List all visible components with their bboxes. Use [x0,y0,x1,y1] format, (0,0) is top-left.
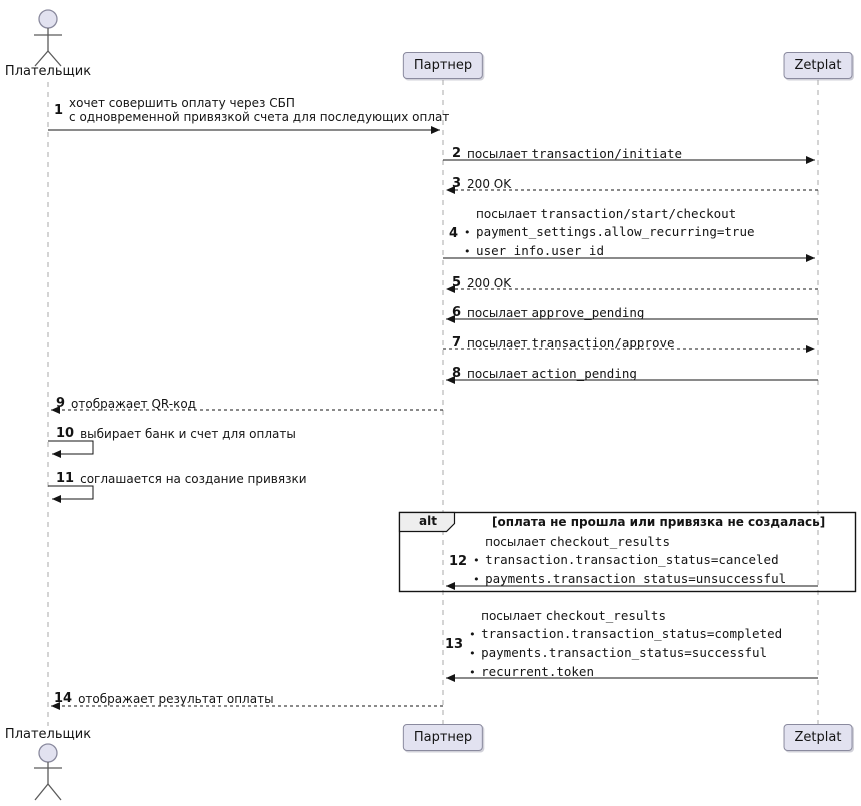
bullet-icon: • [464,226,471,239]
message-12-label: посылает [485,535,546,549]
alt-frame [398,511,857,593]
message-14-label: отображает результат оплаты [78,691,274,706]
message-14-number: 14 [54,691,73,706]
participant-partner-top: Партнер [402,52,484,79]
participant-zetplat-bottom: Zetplat [783,724,853,751]
message-1: 1 хочет совершить оплату через СБП с одн… [54,96,449,124]
message-12-bullet1: transaction.transaction_status=canceled [485,552,779,567]
message-13-number: 13 [445,637,464,652]
message-5: 5 200 OK [452,275,511,290]
message-9-number: 9 [56,396,66,411]
message-7: 7 посылает transaction/approve [452,335,675,350]
message-10-label: выбирает банк и счет для оплаты [80,426,296,441]
message-5-number: 5 [452,275,462,290]
bullet-icon: • [469,628,476,641]
message-3-number: 3 [452,176,462,191]
message-3: 3 200 OK [452,176,511,191]
actor-figure-bottom [34,743,62,801]
message-4-bullet2: user_info.user_id [476,243,604,258]
message-1-line1: хочет совершить оплату через СБП [69,96,295,110]
message-6-code: approve_pending [531,304,645,320]
message-7-label: посылает [467,335,528,350]
message-10: 10 выбирает банк и счет для оплаты [56,426,296,441]
message-13-code: checkout_results [545,608,666,623]
arrow-m11-self [48,485,94,503]
message-4: 4 посылает transaction/start/checkout • p… [449,205,755,261]
message-2-code: transaction/initiate [531,145,683,161]
message-5-label: 200 OK [467,275,512,290]
message-2-label: посылает [467,146,528,161]
message-6-label: посылает [467,305,528,320]
alt-guard-label: [оплата не прошла или привязка не создал… [492,515,826,529]
message-13-bullet3: recurrent.token [481,664,594,679]
participant-partner-bottom: Партнер [402,724,484,751]
message-14: 14 отображает результат оплаты [54,691,274,706]
message-11-number: 11 [56,471,75,486]
message-8-code: action_pending [531,365,637,381]
message-8-label: посылает [467,366,528,381]
message-6: 6 посылает approve_pending [452,305,644,320]
alt-operator-pentagon [398,511,456,533]
message-7-number: 7 [452,335,462,350]
message-11: 11 соглашается на создание привязки [56,471,307,486]
message-4-code: transaction/start/checkout [540,206,737,221]
message-10-number: 10 [56,426,75,441]
arrow-m10-self [48,440,94,458]
message-1-number: 1 [54,102,64,118]
message-11-label: соглашается на создание привязки [80,471,307,486]
message-9-label: отображает QR-код [71,396,196,411]
bullet-icon: • [473,554,480,567]
message-1-line2: с одновременной привязкой счета для посл… [69,110,450,124]
message-2: 2 посылает transaction/initiate [452,146,682,161]
message-7-code: transaction/approve [531,334,675,350]
message-2-number: 2 [452,146,462,161]
bullet-icon: • [473,573,480,586]
bullet-icon: • [469,647,476,660]
bullet-icon: • [464,245,471,258]
actor-label-payer-top: Плательщик [4,64,92,79]
message-13-bullet2: payments.transaction_status=successful [481,645,768,660]
participant-zetplat-top: Zetplat [783,52,853,79]
actor-label-payer-bottom: Плательщик [4,727,92,742]
message-4-label: посылает [476,207,537,221]
bullet-icon: • [469,666,476,679]
message-13-bullet1: transaction.transaction_status=completed [481,626,783,641]
message-13-label: посылает [481,609,542,623]
message-8-number: 8 [452,366,462,381]
message-12: 12 посылает checkout_results • transactio… [449,533,786,589]
message-4-number: 4 [449,225,459,241]
actor-figure-top [34,9,62,67]
message-4-bullet1: payment_settings.allow_recurring=true [476,224,755,239]
message-9: 9 отображает QR-код [56,396,196,411]
message-3-label: 200 OK [467,176,512,191]
message-12-number: 12 [449,553,468,569]
alt-operator-label: alt [419,514,437,528]
message-6-number: 6 [452,305,462,320]
message-8: 8 посылает action_pending [452,366,637,381]
message-12-bullet2: payments.transaction_status=unsuccessful [485,571,787,586]
message-12-code: checkout_results [549,534,670,549]
message-13: 13 посылает checkout_results • transactio… [445,607,782,682]
